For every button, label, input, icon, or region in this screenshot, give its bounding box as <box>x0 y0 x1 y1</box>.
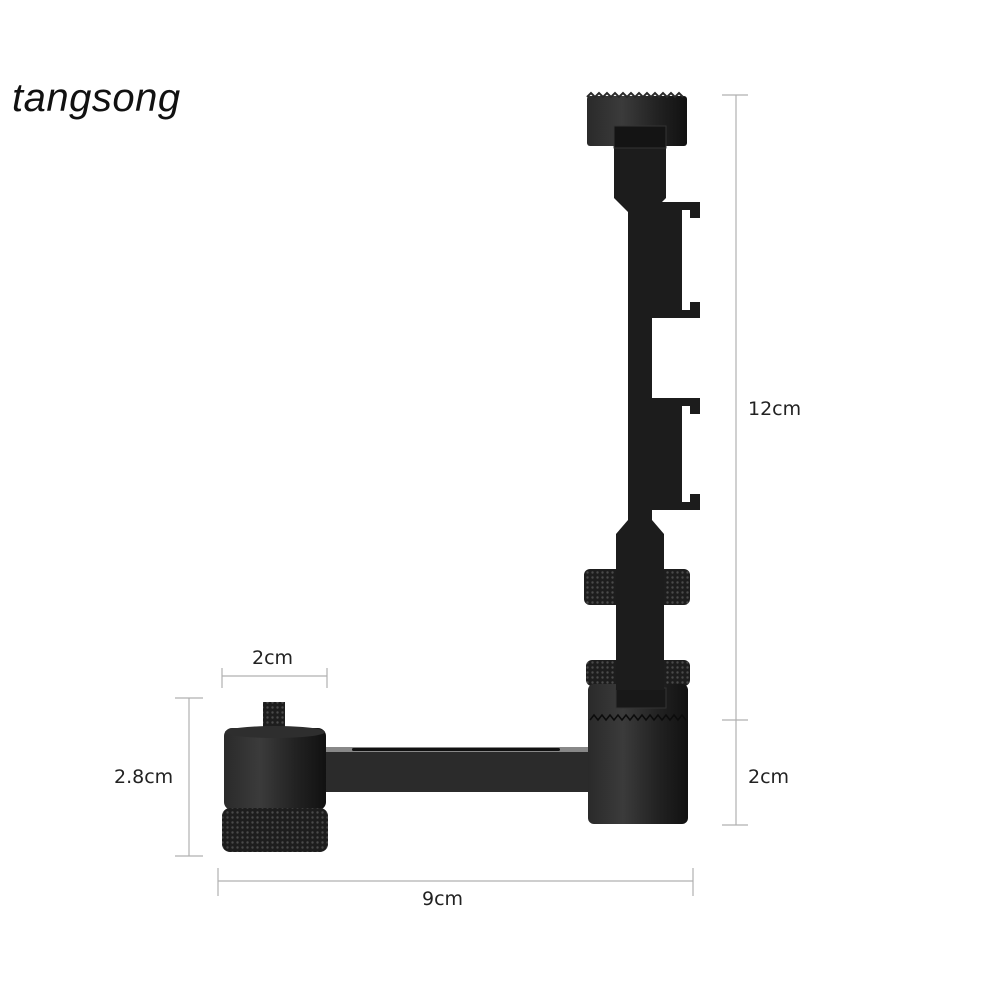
dimension-label-total-width: 9cm <box>422 888 464 910</box>
dimension-label-base-height: 2cm <box>748 766 790 788</box>
top-knob <box>586 91 687 149</box>
watermark-text: tangsong <box>12 76 181 120</box>
dimension-label-vertical-height: 12cm <box>748 398 802 420</box>
horizontal-arm <box>300 747 610 792</box>
dimension-label-screw-width: 2cm <box>252 647 294 669</box>
vertical-bar <box>614 148 666 690</box>
cold-shoe-bracket-bottom <box>652 398 700 510</box>
cold-shoe-bracket-top <box>652 202 700 318</box>
dimension-label-mount-height: 2.8cm <box>114 766 174 788</box>
dimension-lines <box>175 94 748 896</box>
left-screw-mount <box>222 702 328 852</box>
